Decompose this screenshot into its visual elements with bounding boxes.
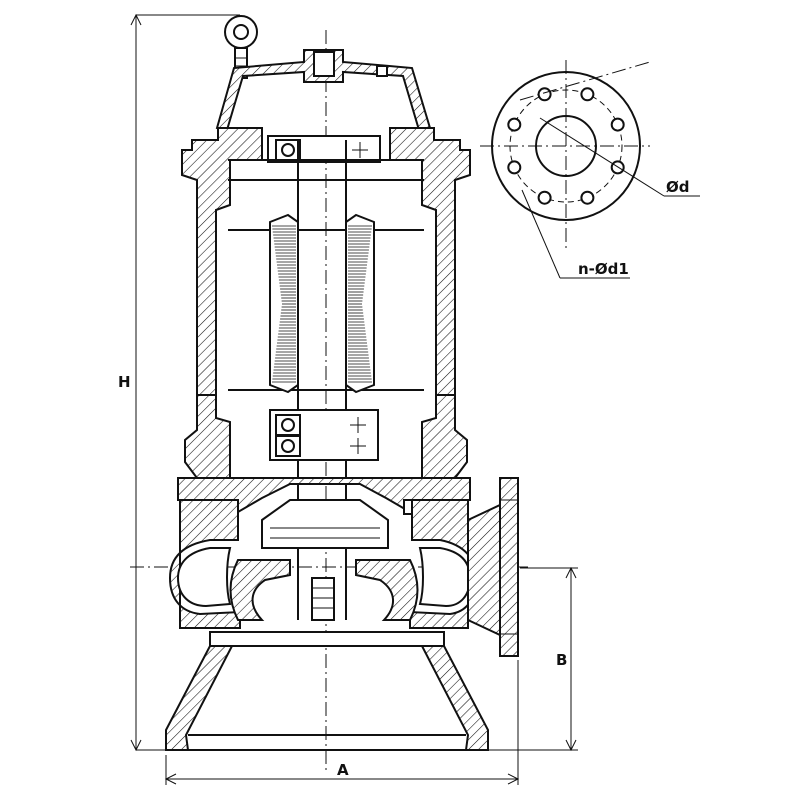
base-stand — [165, 631, 489, 751]
flange-detail — [480, 60, 700, 279]
dimension-h — [130, 13, 240, 752]
volute-casing — [168, 499, 478, 629]
bolt-hole — [537, 87, 552, 102]
bolt-hole — [580, 190, 595, 205]
flange-diameter-label: Ød — [666, 178, 690, 196]
bolt-hole — [507, 160, 522, 175]
motor-cover — [215, 49, 432, 132]
dimension-h-label: H — [118, 373, 131, 391]
lower-bearing-housing — [184, 394, 468, 479]
bolt-hole — [507, 117, 522, 132]
stator-left — [269, 213, 299, 394]
dimension-a-label: A — [337, 761, 349, 779]
bolt-holes-label: n-Ød1 — [578, 260, 629, 278]
impeller — [229, 559, 419, 621]
bolt-hole — [580, 87, 595, 102]
dimension-b-label: B — [556, 651, 567, 669]
outlet-flange — [467, 477, 519, 657]
stator-right — [345, 213, 375, 394]
seal-chamber — [177, 477, 471, 549]
top-bearing-housing — [181, 127, 471, 396]
motor-housing — [228, 159, 424, 391]
dimension-b — [488, 566, 578, 752]
bolt-hole — [537, 190, 552, 205]
dimension-a — [164, 660, 520, 785]
bolt-hole — [610, 117, 625, 132]
